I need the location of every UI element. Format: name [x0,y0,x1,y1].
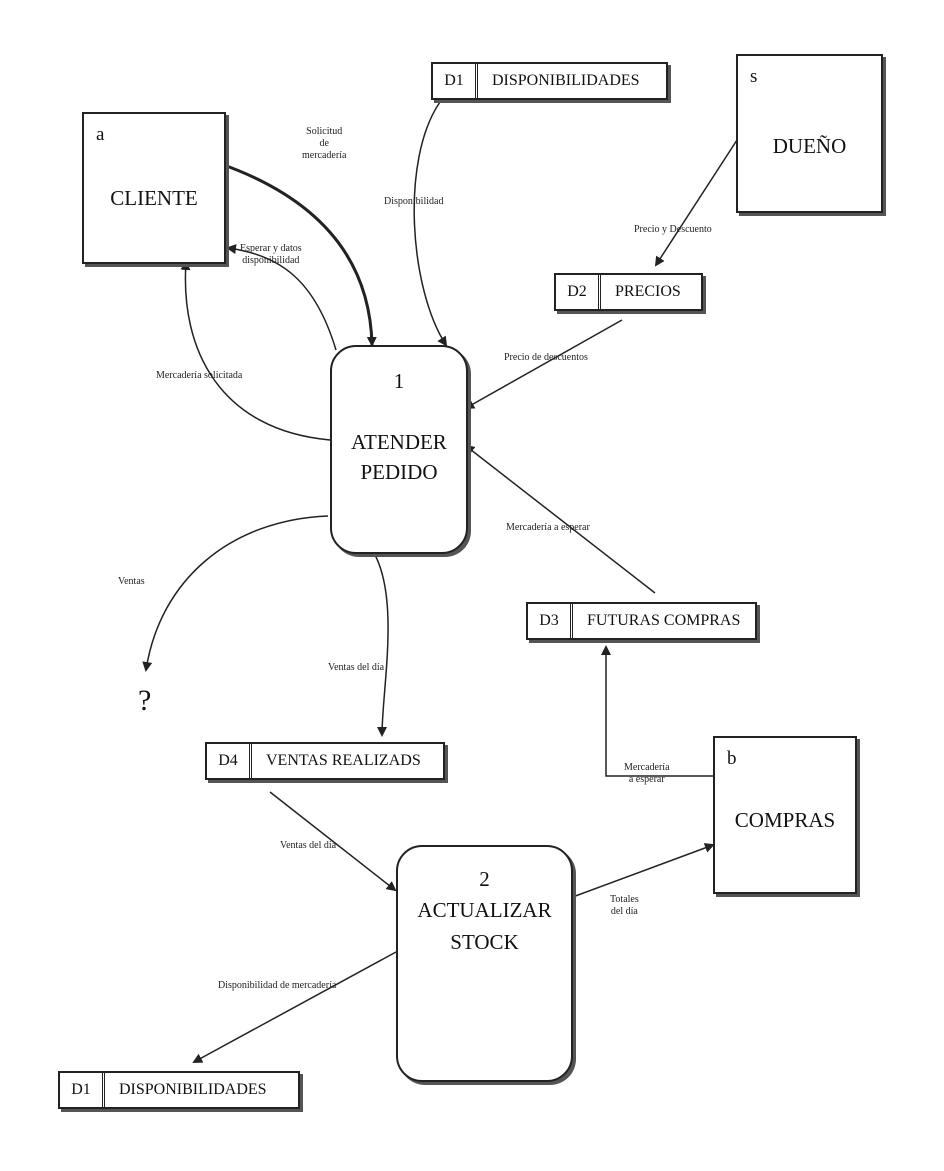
process-number: 2 [479,867,490,891]
store-d4-ventas-realizads: D4 VENTAS REALIZADS [205,742,445,780]
flow-label-ventas-del-dia-store: Ventas del día [328,662,385,673]
entity-id: a [96,124,105,145]
entity-cliente: a CLIENTE [82,112,226,264]
flow-label-solicitud: Solicitud de mercadería [302,126,347,161]
flow-precio-descuento [654,139,738,267]
process-atender-pedido: 1 ATENDER PEDIDO [330,345,468,554]
store-name: DISPONIBILIDADES [119,1081,267,1098]
flow-label-ventas-del-dia-process: Ventas del día [280,840,337,851]
unknown-sink-question-mark: ? [138,684,152,717]
flow-label-mercaderia-solicitada: Mercadería solicitada [156,370,243,381]
store-id: D1 [433,64,478,98]
entity-name: CLIENTE [110,186,198,210]
flow-label-disponibilidad-mercaderia: Disponibilidad de mercadería [218,980,337,991]
flow-mercaderia-pedido [601,645,714,777]
flow-disponibilidad [413,101,448,347]
flow-label-mercaderia-esperar: Mercadería a esperar [506,522,590,533]
flow-label-totales-del-dia: Totales del día [610,894,639,917]
process-number: 1 [393,369,405,393]
flow-disponibilidad-mercaderia [192,951,397,1063]
store-name: PRECIOS [615,283,681,300]
flow-label-esperar-datos: Esperar y datos disponibilidad [240,243,302,266]
process-name-line1: ATENDER [351,430,447,454]
process-name-line1: ACTUALIZAR [417,898,552,922]
flow-precio-descuentos [464,319,623,409]
flow-label-precio-descuento: Precio y Descuento [634,224,712,235]
store-d1-disponibilidades-bottom: D1 DISPONIBILIDADES [58,1071,300,1109]
process-name-line2: PEDIDO [360,460,438,484]
store-id: D4 [207,744,252,778]
process-name-line2: STOCK [450,930,519,954]
store-name: DISPONIBILIDADES [492,72,640,89]
entity-name: COMPRAS [734,808,836,832]
flow-mercaderia-solicitada [180,260,331,441]
flow-label-disponibilidad: Disponibilidad [384,196,444,207]
entity-compras: b COMPRAS [713,736,857,894]
flow-ventas-del-dia-process [269,791,397,892]
process-actualizar-stock: 2 ACTUALIZAR STOCK [396,845,573,1082]
store-name: VENTAS REALIZADS [266,752,421,769]
flow-label-precio-descuentos: Precio de descuentos [504,352,588,363]
flow-ventas [142,515,329,672]
entity-id: s [750,66,758,87]
flow-label-mercaderia-pedido: Mercadería a esperar [624,762,670,785]
flow-solicitud-mercaderia [223,163,377,347]
store-d1-disponibilidades-top: D1 DISPONIBILIDADES [431,62,668,100]
flow-mercaderia-esperar [464,444,656,594]
flow-totales-del-dia [569,843,715,899]
entity-dueno: s DUEÑO [736,54,883,213]
store-d2-precios: D2 PRECIOS [554,273,703,311]
store-id: D1 [60,1073,105,1107]
entity-name: DUEÑO [772,134,847,158]
store-d3-futuras-compras: D3 FUTURAS COMPRAS [526,602,757,640]
store-name: FUTURAS COMPRAS [587,612,741,629]
flow-esperar-datos [226,244,337,351]
store-id: D2 [556,275,601,309]
store-id: D3 [528,604,573,638]
flow-label-ventas: Ventas [118,576,145,587]
flow-ventas-del-dia-store [373,552,389,737]
entity-id: b [727,748,737,769]
